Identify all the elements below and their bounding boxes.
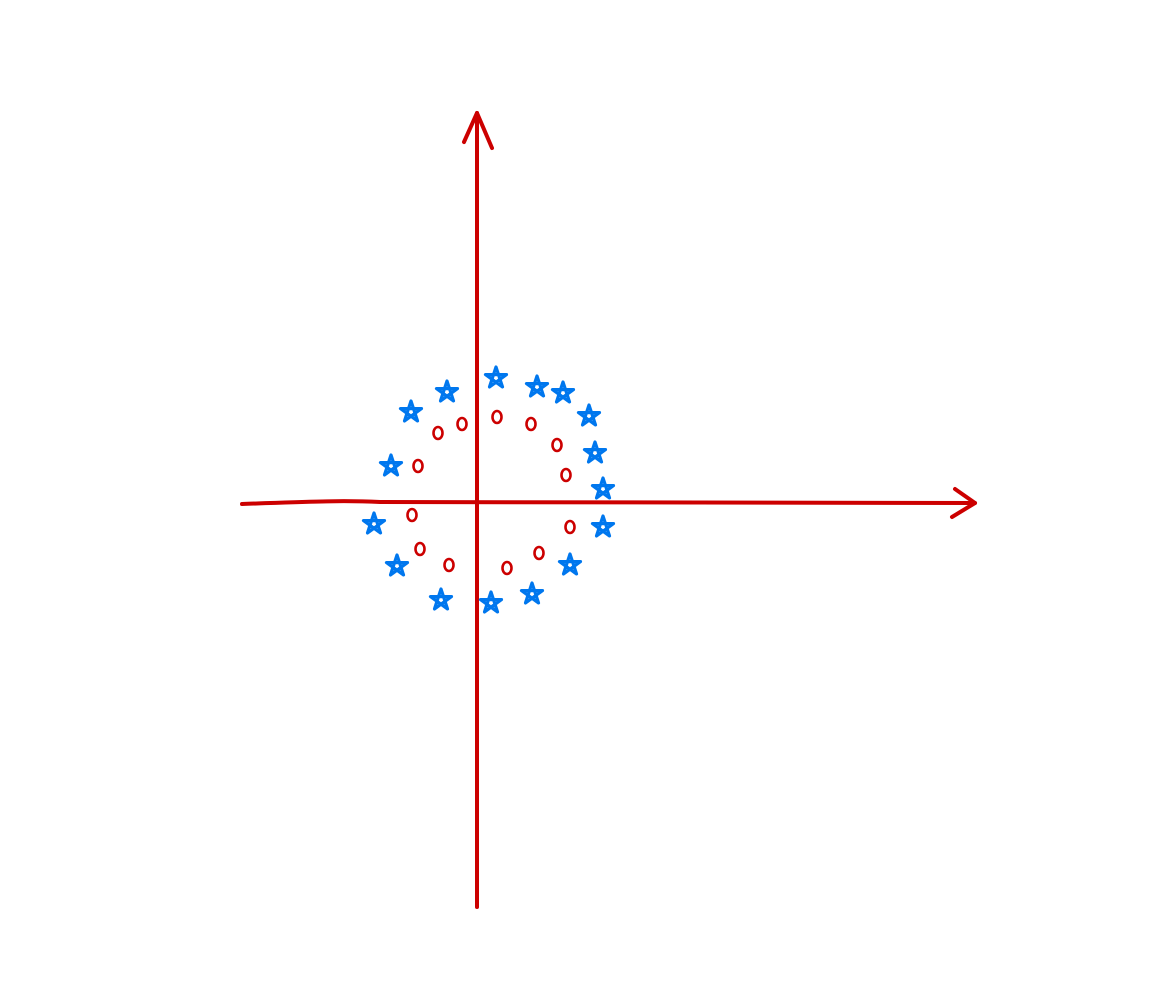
circle-icon — [533, 545, 545, 561]
star-icon — [524, 374, 550, 398]
star-icon — [519, 581, 545, 605]
star-points — [361, 365, 616, 614]
circle-icon — [525, 416, 537, 432]
star-icon — [378, 453, 404, 477]
star-icon — [361, 511, 387, 535]
circle-icon — [564, 519, 576, 535]
circle-icon — [414, 541, 426, 557]
x-axis — [240, 499, 977, 506]
star-icon — [590, 476, 616, 500]
circle-icon — [491, 409, 503, 425]
circle-icon — [443, 557, 455, 573]
circle-icon — [412, 458, 424, 474]
circle-points — [406, 409, 576, 576]
circle-icon — [501, 560, 513, 576]
y-axis-arrowhead — [462, 111, 494, 150]
circle-icon — [406, 507, 418, 523]
circle-icon — [456, 416, 468, 432]
axes — [240, 111, 977, 909]
star-icon — [590, 514, 616, 538]
x-axis-arrowhead — [950, 487, 977, 519]
star-icon — [550, 380, 576, 404]
circle-icon — [551, 437, 563, 453]
star-icon — [557, 552, 583, 576]
star-icon — [478, 590, 504, 614]
star-icon — [384, 553, 410, 577]
star-icon — [576, 403, 602, 427]
circle-icon — [560, 467, 572, 483]
star-icon — [398, 399, 424, 423]
star-icon — [483, 365, 509, 389]
star-icon — [428, 587, 454, 611]
star-icon — [582, 440, 608, 464]
circle-icon — [432, 425, 444, 441]
star-icon — [434, 379, 460, 403]
